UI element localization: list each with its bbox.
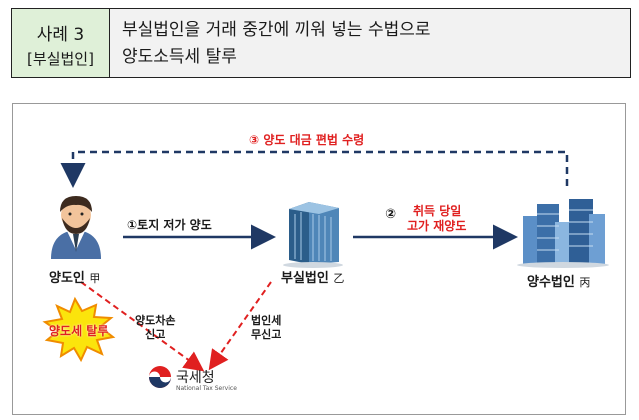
seller-report-line2: 신고 [145,328,166,341]
step2-label-line1: 취득 당일 [413,204,462,218]
buyer-company-name: 양수법인 [527,275,575,290]
diagram-canvas [42,150,609,388]
nts-emblem-icon [149,366,171,388]
seller-report-line1: 양도차손 [135,314,176,327]
shell-company-mark: 乙 [333,272,345,285]
person-icon [51,196,101,259]
step2-number: ② [385,207,397,222]
case-number: 사례 3 [36,25,85,45]
nts-name: 국세청 [176,370,215,386]
seller-name: 양도인 [49,271,85,286]
buyer-company-mark: 丙 [579,276,591,289]
shell-report-line1: 법인세 [251,314,282,327]
scheme-diagram: ③ 양도 대금 편법 수령 ①토지 저가 양도 ② 취득 당일 고가 재양도 양… [12,103,626,415]
buyer-company-label: 양수법인 丙 [527,271,590,290]
case-title: 부실법인을 거래 중간에 끼워 넣는 수법으로 양도소득세 탈루 [122,17,622,71]
seller-report-arrow [80,281,205,372]
seller-label: 양도인 甲 [49,267,100,286]
case-label-cell: 사례 3 [부실법인] [12,9,110,77]
step2-label-line2: 고가 재양도 [407,219,467,233]
shell-company-label: 부실법인 乙 [281,267,344,286]
shell-report-line2: 무신고 [251,328,282,341]
city-buildings-icon [517,199,609,268]
step1-label: ①토지 저가 양도 [127,218,212,232]
burst-icon [42,296,116,363]
shell-report-arrow [208,281,272,371]
case-header: 사례 3 [부실법인] 부실법인을 거래 중간에 끼워 넣는 수법으로 양도소득… [11,8,631,78]
case-title-line2: 양도소득세 탈루 [122,47,237,67]
seller-mark: 甲 [89,272,101,285]
building-icon [283,202,343,268]
nts-subtitle: National Tax Service [176,385,237,392]
seller-report-label: 양도차손 신고 [135,314,175,342]
shell-report-label: 법인세 무신고 [251,314,281,342]
burst-label: 양도세 탈루 [49,324,109,338]
shell-company-name: 부실법인 [281,271,329,286]
step3-label: ③ 양도 대금 편법 수령 [249,133,365,147]
case-tag: [부실법인] [27,50,94,68]
payment-return-arrow [60,150,569,188]
case-title-line1: 부실법인을 거래 중간에 끼워 넣는 수법으로 [122,20,431,40]
